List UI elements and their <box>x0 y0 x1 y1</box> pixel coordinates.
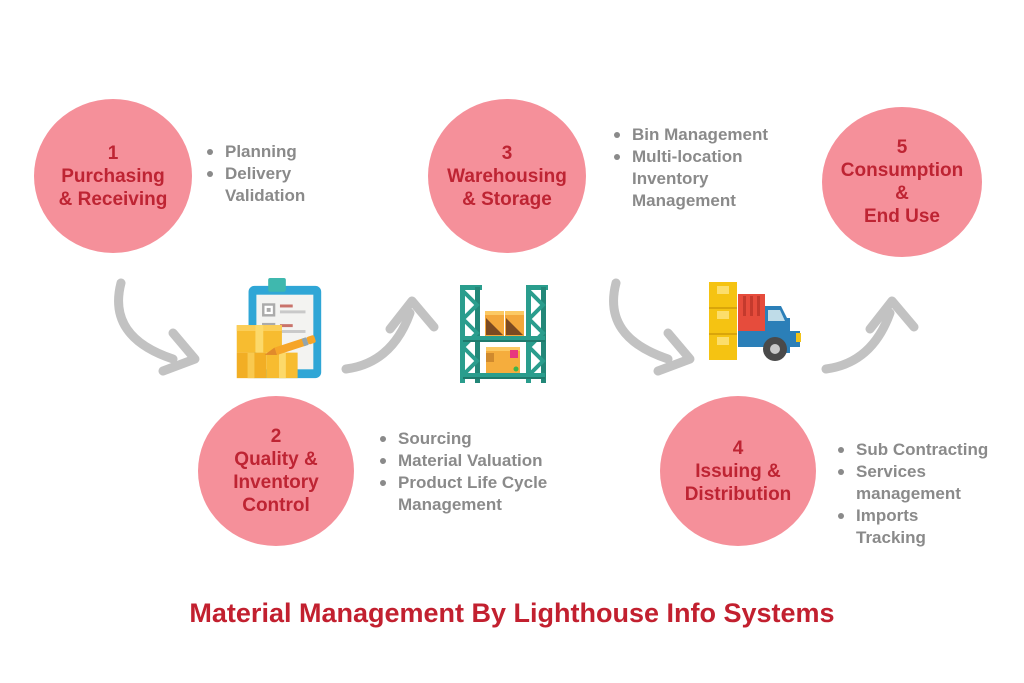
feature-item: Material Valuation <box>378 450 560 472</box>
bullet-dot-icon <box>614 132 620 138</box>
feature-item: Services management <box>836 461 990 505</box>
feature-text: Bin Management <box>632 125 769 144</box>
feature-item: Imports Tracking <box>836 505 990 549</box>
stage-number: 5 <box>896 137 908 158</box>
stage-label: Issuing & Distribution <box>684 460 792 505</box>
stage-circle-3: 3 Warehousing & Storage <box>428 99 586 253</box>
stage-circle-5: 5 Consumption & End Use <box>822 107 982 257</box>
delivery-truck-icon <box>709 282 801 361</box>
bullet-dot-icon <box>380 458 386 464</box>
bullet-dot-icon <box>838 513 844 519</box>
feature-text: Material Valuation <box>398 451 543 470</box>
bullet-dot-icon <box>838 447 844 453</box>
feature-item: Sub Contracting <box>836 439 990 461</box>
stage-number: 1 <box>107 142 119 164</box>
stage-circle-4: 4 Issuing & Distribution <box>660 396 816 546</box>
curved-arrow-icon <box>341 296 439 374</box>
diagram-title: Material Management By Lighthouse Info S… <box>189 598 835 628</box>
feature-text: Planning <box>225 142 297 161</box>
stage-1-features-list: Planning Delivery Validation <box>205 141 330 207</box>
feature-text: Services management <box>856 462 961 503</box>
stage-3-features-list: Bin Management Multi-location Inventory … <box>612 124 770 212</box>
bullet-dot-icon <box>207 149 213 155</box>
feature-item: Sourcing <box>378 428 560 450</box>
feature-text: Sub Contracting <box>856 440 989 459</box>
feature-item: Planning <box>205 141 330 163</box>
stage-label: Consumption & End Use <box>840 160 964 227</box>
feature-text: Product Life Cycle Management <box>398 473 548 514</box>
feature-item: Product Life Cycle Management <box>378 472 560 516</box>
bullet-dot-icon <box>614 154 620 160</box>
stage-2-features-list: Sourcing Material Valuation Product Life… <box>378 428 560 516</box>
curved-arrow-icon <box>609 278 695 376</box>
inventory-checklist-icon <box>236 278 322 379</box>
stage-number: 3 <box>501 142 513 164</box>
feature-item: Bin Management <box>612 124 770 146</box>
stage-label: Warehousing & Storage <box>447 165 567 210</box>
bullet-dot-icon <box>207 171 213 177</box>
feature-item: Delivery Validation <box>205 163 330 207</box>
stage-label: Quality & Inventory Control <box>233 449 319 516</box>
bullet-dot-icon <box>380 436 386 442</box>
feature-text: Imports Tracking <box>856 506 926 547</box>
bullet-dot-icon <box>380 480 386 486</box>
stage-circle-1: 1 Purchasing & Receiving <box>34 99 192 253</box>
feature-text: Delivery Validation <box>225 164 306 205</box>
feature-item: Multi-location Inventory Management <box>612 146 770 212</box>
stage-number: 2 <box>270 426 282 447</box>
stage-label: Purchasing & Receiving <box>58 165 168 210</box>
stage-4-features-list: Sub Contracting Services management Impo… <box>836 439 990 549</box>
bullet-dot-icon <box>838 469 844 475</box>
curved-arrow-icon <box>114 278 200 376</box>
stage-circle-2: 2 Quality & Inventory Control <box>198 396 354 546</box>
warehouse-rack-icon <box>460 285 548 383</box>
feature-text: Multi-location Inventory Management <box>632 147 743 210</box>
stage-number: 4 <box>732 437 744 459</box>
curved-arrow-icon <box>821 296 919 374</box>
feature-text: Sourcing <box>398 429 472 448</box>
